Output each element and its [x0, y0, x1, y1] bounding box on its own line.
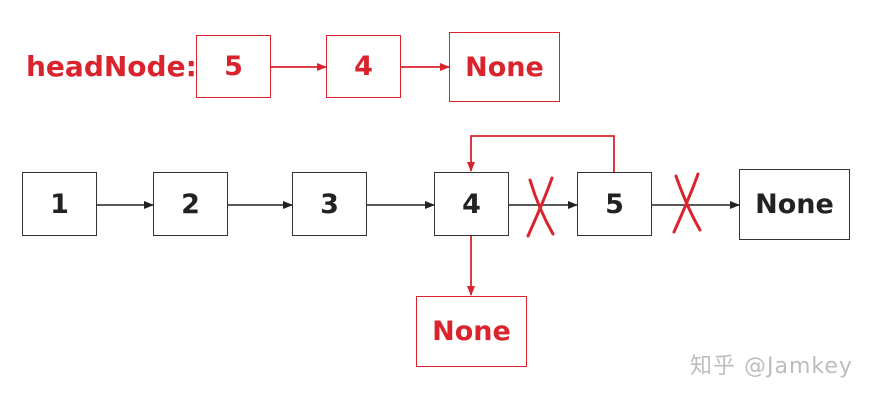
main-list-node-none: None: [739, 169, 850, 240]
watermark-text: 知乎 @Jamkey: [690, 354, 853, 379]
head-node-label: headNode:: [26, 50, 197, 83]
head-list-node-1: 5: [196, 35, 271, 98]
cross-mark-5-to-none: [672, 172, 702, 234]
arrow-5-back-to-4: [467, 135, 615, 172]
main-list-node-4: 4: [434, 172, 509, 236]
detached-none-node: None: [416, 296, 527, 367]
cross-mark-4-to-5: [526, 176, 555, 238]
head-list-node-none: None: [449, 32, 560, 102]
head-list-node-2: 4: [326, 35, 401, 98]
main-list-node-5: 5: [577, 172, 652, 236]
main-list-node-3: 3: [292, 172, 367, 236]
main-list-node-1: 1: [22, 172, 97, 236]
main-list-node-2: 2: [153, 172, 228, 236]
